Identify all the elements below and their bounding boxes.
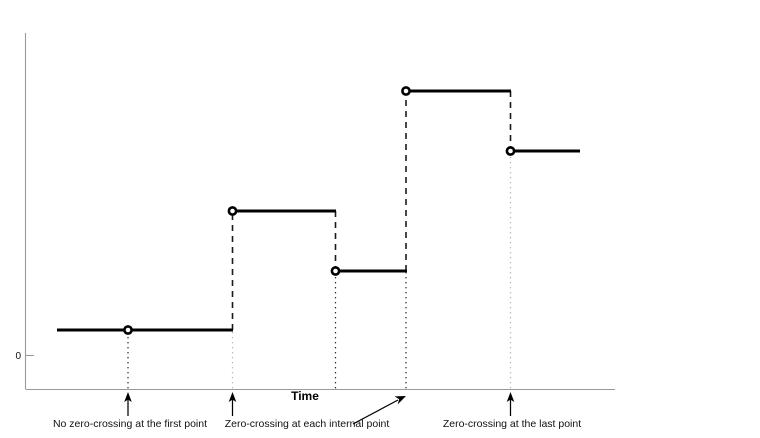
data-point-marker-5 xyxy=(505,146,516,156)
data-point-marker-3 xyxy=(330,266,341,276)
data-point-marker-2 xyxy=(227,206,238,216)
annotation-label-last-point: Zero-crossing at the last point xyxy=(443,418,581,430)
data-point-markers xyxy=(123,86,516,335)
y-zero-tick-label: 0 xyxy=(15,351,21,362)
annotation-label-internal-points: Zero-crossing at each internal point xyxy=(225,418,390,430)
annotation-arrows xyxy=(124,392,515,425)
x-axis-title: Time xyxy=(291,389,319,403)
annotation-arrow-internal-points xyxy=(228,392,237,416)
data-point-marker-1 xyxy=(123,325,133,335)
annotation-arrow-internal-points-diagonal xyxy=(352,396,406,425)
annotation-arrow-last-point xyxy=(506,392,515,416)
annotation-label-first-point: No zero-crossing at the first point xyxy=(53,418,207,430)
annotation-arrow-first-point xyxy=(124,392,132,416)
data-point-marker-4 xyxy=(401,86,411,96)
annotation-labels: No zero-crossing at the first point Zero… xyxy=(53,418,581,430)
axes-group: 0 Time xyxy=(15,33,615,403)
zero-crossing-drop-lines xyxy=(127,152,512,389)
step-risers xyxy=(231,91,512,330)
step-segments xyxy=(57,89,580,332)
